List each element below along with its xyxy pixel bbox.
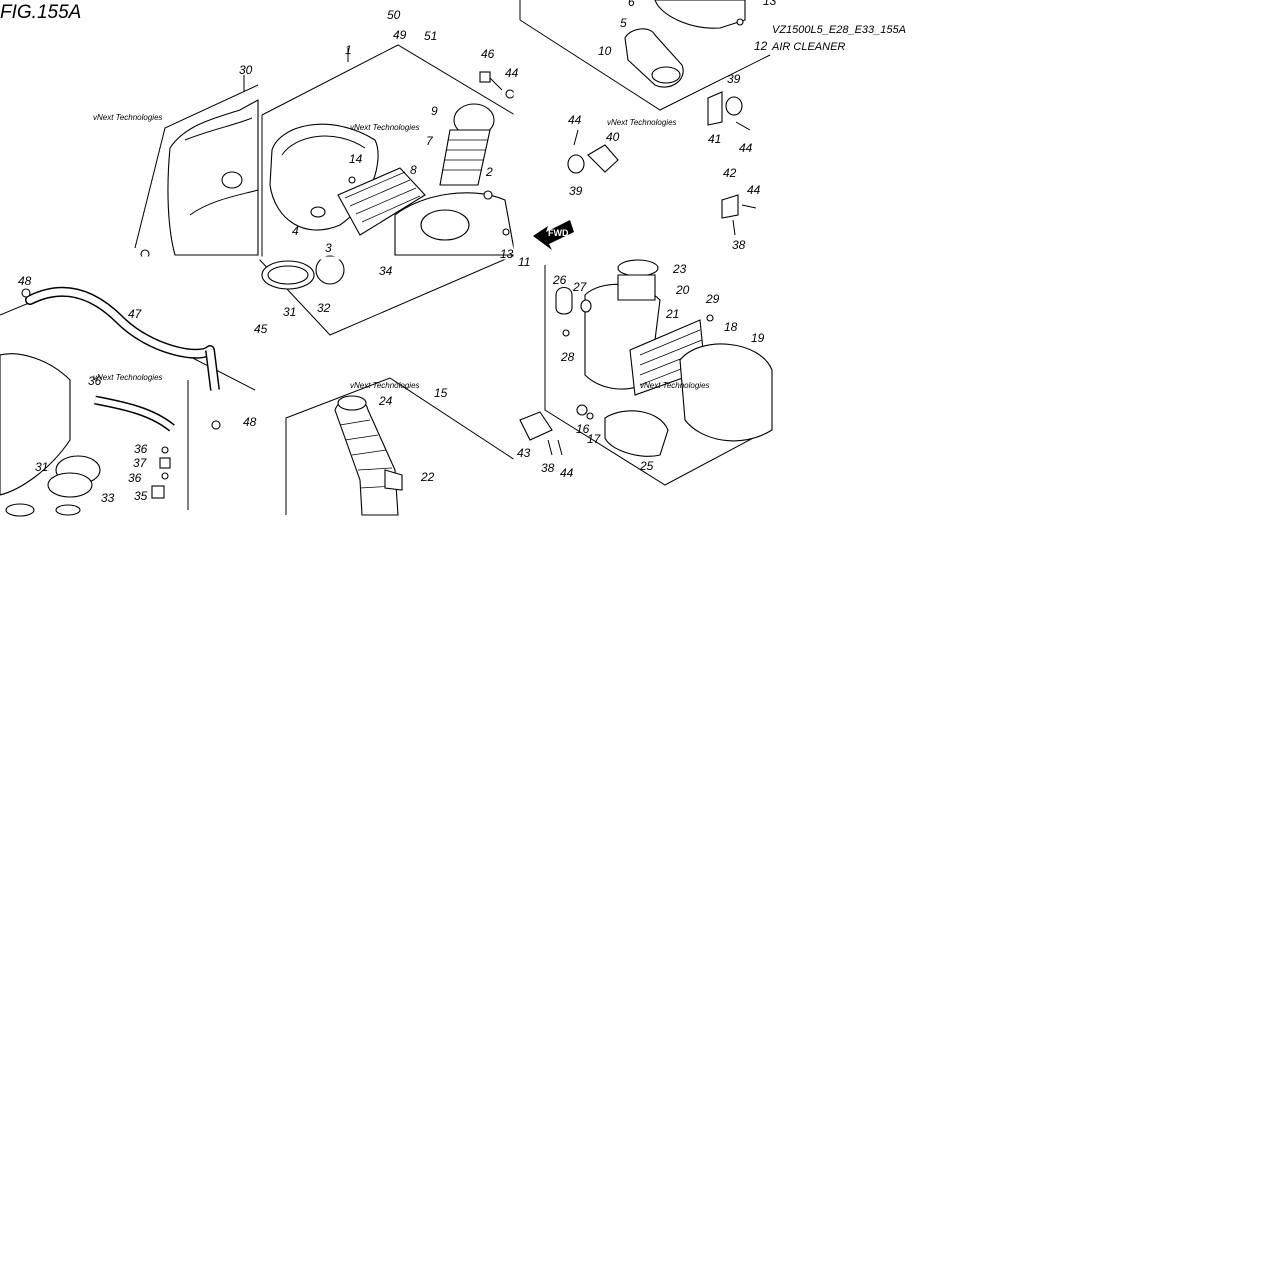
callout-44c: 44 [747, 183, 761, 197]
callout-49: 49 [393, 28, 407, 42]
callout-44b: 44 [739, 141, 753, 155]
panel-cover-30 [134, 75, 259, 259]
callout-9: 9 [431, 104, 438, 118]
callout-42: 42 [723, 166, 737, 180]
callout-32: 32 [317, 301, 331, 315]
callout-31: 31 [283, 305, 296, 319]
callout-24: 24 [378, 394, 393, 408]
panel-air-cleaner-assembly [519, 259, 773, 486]
callout-35: 35 [134, 489, 148, 503]
callout-4: 4 [292, 224, 299, 238]
callout-38a: 38 [732, 238, 746, 252]
callout-30: 30 [239, 63, 253, 77]
callout-labels: 1 2 3 4 5 6 7 8 9 10 11 12 13 13 14 15 1… [18, 0, 777, 505]
callout-46: 46 [481, 47, 495, 61]
watermark-text: vNext Technologies [607, 118, 677, 127]
callout-39b: 39 [569, 184, 583, 198]
air-cleaner-cap-25 [604, 410, 669, 457]
panel-duct-brackets: FWD [519, 0, 771, 250]
callout-21: 21 [665, 307, 679, 321]
callout-37: 37 [133, 456, 148, 470]
watermark-text: vNext Technologies [93, 113, 163, 122]
watermark-text: vNext Technologies [93, 373, 163, 382]
callout-44a: 44 [568, 113, 582, 127]
watermark-text: vNext Technologies [350, 381, 420, 390]
callout-29: 29 [705, 292, 720, 306]
callout-33: 33 [101, 491, 115, 505]
callout-6: 6 [628, 0, 635, 9]
callout-36c: 36 [128, 471, 142, 485]
watermarks: vNext Technologies vNext Technologies vN… [93, 113, 710, 390]
callout-2: 2 [485, 165, 493, 179]
callout-48a: 48 [18, 274, 32, 288]
panel-hoses [0, 286, 256, 517]
callout-18: 18 [724, 320, 738, 334]
callout-48b: 48 [243, 415, 257, 429]
side-cover-part [167, 99, 259, 256]
callout-26: 26 [552, 273, 567, 287]
callout-15: 15 [434, 386, 448, 400]
callout-10: 10 [598, 44, 612, 58]
filter-element [337, 167, 426, 236]
callout-43: 43 [517, 446, 531, 460]
callout-13b: 13 [763, 0, 777, 8]
callout-22: 22 [420, 470, 435, 484]
callout-44e: 44 [505, 66, 519, 80]
callout-50: 50 [387, 8, 401, 22]
callout-12: 12 [754, 39, 768, 53]
callout-28: 28 [560, 350, 575, 364]
panel-duct-22 [285, 377, 516, 516]
callout-23: 23 [672, 262, 687, 276]
callout-25: 25 [639, 459, 654, 473]
callout-41: 41 [708, 132, 721, 146]
figure-caption: AIR CLEANER [771, 41, 845, 53]
callout-7: 7 [426, 134, 434, 148]
callout-31b: 31 [35, 460, 48, 474]
callout-44d: 44 [560, 466, 574, 480]
callout-20: 20 [675, 283, 690, 297]
callout-14: 14 [349, 152, 363, 166]
intake-duct-22 [334, 398, 399, 516]
callout-51: 51 [424, 29, 437, 43]
callout-27: 27 [572, 280, 588, 294]
callout-19: 19 [751, 331, 765, 345]
forward-arrow-icon [533, 220, 574, 250]
air-cleaner-cover-19 [679, 343, 773, 442]
callout-34: 34 [379, 264, 393, 278]
throttle-body-part [0, 353, 71, 496]
callout-11: 11 [518, 255, 530, 269]
callout-40: 40 [606, 130, 620, 144]
callout-38b: 38 [541, 461, 555, 475]
callout-39a: 39 [727, 72, 741, 86]
callout-47: 47 [128, 307, 143, 321]
forward-arrow-label: FWD [548, 228, 569, 238]
watermark-text: vNext Technologies [350, 123, 420, 132]
callout-16: 16 [576, 422, 590, 436]
figure-code: VZ1500L5_E28_E33_155A [772, 24, 906, 36]
callout-8: 8 [410, 163, 417, 177]
panel-dividers [0, 0, 517, 515]
callout-36a: 36 [88, 374, 102, 388]
panel-air-cleaner-box [257, 44, 516, 336]
callout-36b: 36 [134, 442, 148, 456]
callout-45: 45 [254, 322, 268, 336]
callout-5: 5 [620, 16, 627, 30]
figure-title: FIG.155A [0, 2, 81, 23]
callout-17: 17 [587, 432, 602, 446]
callout-3: 3 [325, 241, 332, 255]
callout-13: 13 [500, 247, 514, 261]
watermark-text: vNext Technologies [640, 381, 710, 390]
callout-1: 1 [345, 43, 352, 57]
